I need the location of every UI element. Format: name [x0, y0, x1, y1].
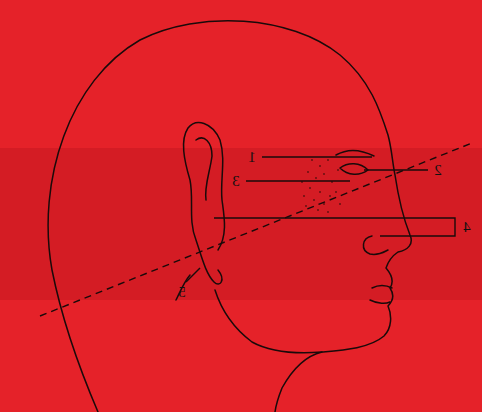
leader-line	[262, 156, 372, 157]
mouth	[372, 286, 392, 288]
leader-line	[364, 169, 428, 170]
lower-lip	[370, 300, 390, 303]
bracket-line	[214, 218, 455, 236]
callout-number: 5	[178, 285, 186, 300]
ear-inner	[196, 138, 212, 200]
dark-band	[0, 148, 482, 300]
callout-number: 2	[434, 163, 442, 178]
leader-line	[246, 180, 350, 181]
jaw-line	[215, 290, 322, 353]
callout-number: 3	[232, 174, 240, 189]
callout-number: 1	[248, 150, 256, 165]
eyebrow	[336, 151, 374, 156]
dashed-plane-line	[40, 143, 472, 316]
callout-number: 4	[463, 220, 471, 235]
leader-line	[186, 268, 200, 282]
ear-outline	[184, 123, 225, 284]
nostril	[363, 236, 388, 255]
head-outline	[48, 21, 411, 412]
eye	[340, 164, 368, 175]
stipple-area	[301, 159, 341, 213]
neck-fold	[176, 275, 190, 300]
